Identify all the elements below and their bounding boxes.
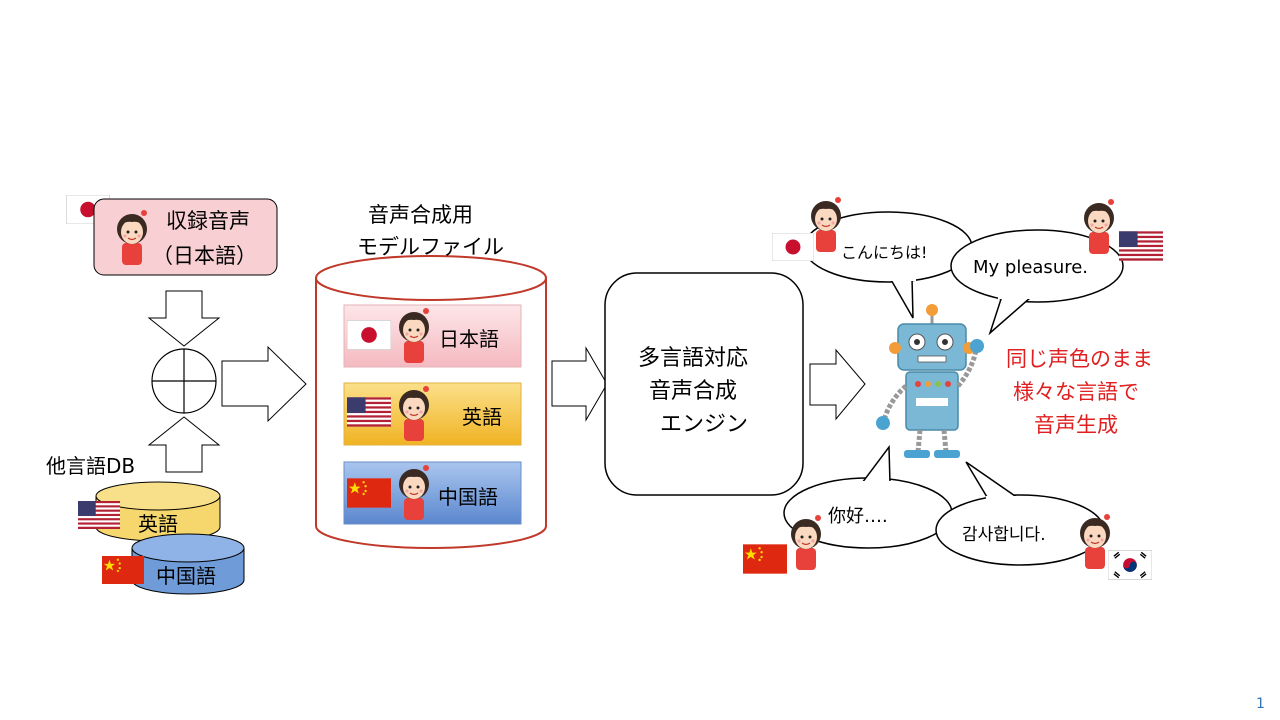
right-arrow-icon [809, 348, 866, 421]
speech-korean-text: 감사합니다. [962, 525, 1046, 545]
chinese-db-label: 中国語 [156, 564, 216, 588]
speech-bubble-korean [935, 461, 1105, 566]
cn-flag-icon [102, 556, 144, 584]
jp-flag-icon [347, 320, 391, 350]
model-file-subtitle: モデルファイル [357, 235, 504, 259]
speech-bubble-english [950, 229, 1124, 336]
result-line1: 同じ声色のまま [1006, 347, 1153, 371]
model-item-chinese-label: 中国語 [438, 485, 498, 509]
right-arrow-icon [221, 345, 307, 423]
result-line2: 様々な言語で [1013, 380, 1139, 404]
speech-english-text: My pleasure. [973, 257, 1089, 278]
jp-flag-icon [772, 233, 814, 261]
engine-box [604, 272, 804, 496]
kr-flag-icon [1108, 550, 1152, 580]
chinese-db-cylinder [131, 533, 245, 595]
recording-subtitle: （日本語） [152, 244, 257, 268]
us-flag-icon [1119, 231, 1163, 261]
down-arrow-icon [147, 290, 221, 347]
model-item-japanese-label: 日本語 [439, 327, 499, 351]
result-line3: 音声生成 [1034, 413, 1118, 437]
model-item-english-label: 英語 [462, 405, 502, 429]
other-db-label: 他言語DB [46, 454, 136, 478]
english-db-label: 英語 [138, 512, 178, 536]
recording-title: 収録音声 [166, 209, 250, 233]
up-arrow-icon [147, 416, 221, 473]
speech-bubble-chinese [783, 444, 953, 549]
model-file-title: 音声合成用 [368, 203, 473, 227]
cn-flag-icon [743, 544, 787, 574]
speech-chinese-text: 你好…. [828, 506, 888, 527]
speech-japanese-text: こんにちは! [841, 243, 928, 262]
model-item-chinese [343, 461, 522, 525]
combine-icon [151, 348, 217, 414]
us-flag-icon [347, 397, 391, 427]
engine-line3: エンジン [660, 412, 749, 437]
engine-line2: 音声合成 [649, 379, 738, 404]
speech-bubble-japanese [803, 211, 973, 319]
page-number: 1 [1256, 696, 1265, 712]
english-db-cylinder [95, 481, 221, 542]
robot-icon [876, 304, 984, 458]
cn-flag-icon [347, 478, 391, 508]
engine-line1: 多言語対応 [638, 346, 749, 371]
right-arrow-icon [551, 346, 608, 422]
us-flag-icon [78, 501, 120, 529]
